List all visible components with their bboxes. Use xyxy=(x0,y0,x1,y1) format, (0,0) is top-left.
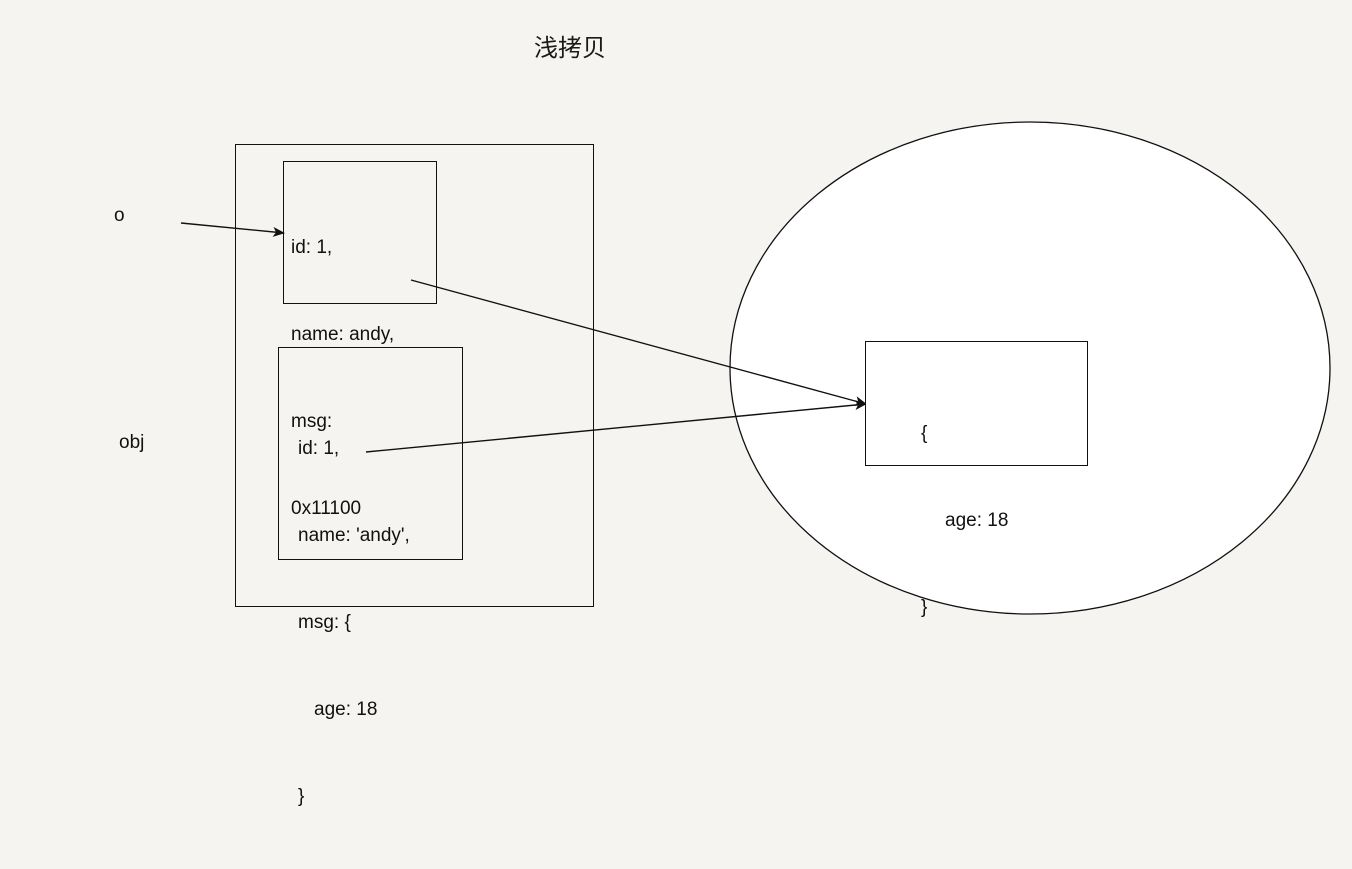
o-object-box xyxy=(283,161,437,304)
o-object-line: name: andy, xyxy=(291,324,395,345)
obj-object-text: id: 1, name: 'andy', msg: { age: 18 } xyxy=(298,376,410,869)
obj-object-line: name: 'andy', xyxy=(298,525,410,546)
diagram-title: 浅拷贝 xyxy=(534,34,606,62)
heap-object-box xyxy=(865,341,1088,466)
arrow-obj-msg-to-heap xyxy=(365,400,867,453)
arrow-o-to-object xyxy=(180,222,285,237)
o-object-line: msg: xyxy=(291,411,333,432)
heap-object-line: age: 18 xyxy=(945,510,1009,531)
o-object-line: 0x11100 xyxy=(291,498,362,519)
obj-object-line: msg: { xyxy=(298,612,351,633)
o-object-text: id: 1, name: andy, msg: 0x11100 xyxy=(291,175,394,581)
obj-object-box xyxy=(278,347,463,560)
o-object-line: id: 1, xyxy=(291,237,333,258)
obj-object-line: id: 1, xyxy=(298,438,340,459)
obj-object-line: } xyxy=(298,786,305,807)
heap-object-text: { age: 18 } xyxy=(921,361,1008,680)
variable-obj-label: obj xyxy=(119,432,145,453)
obj-object-line: age: 18 xyxy=(314,699,378,720)
stack-area-box xyxy=(235,144,594,607)
variable-o-label: o xyxy=(114,205,125,226)
diagram-svg xyxy=(180,121,1331,615)
heap-object-line: } xyxy=(921,597,928,618)
diagram-canvas: 浅拷贝 o obj id: 1, name: andy, msg: 0x1110… xyxy=(114,34,1331,807)
heap-object-line: { xyxy=(921,423,928,444)
arrow-msg-address-to-heap xyxy=(410,279,867,406)
